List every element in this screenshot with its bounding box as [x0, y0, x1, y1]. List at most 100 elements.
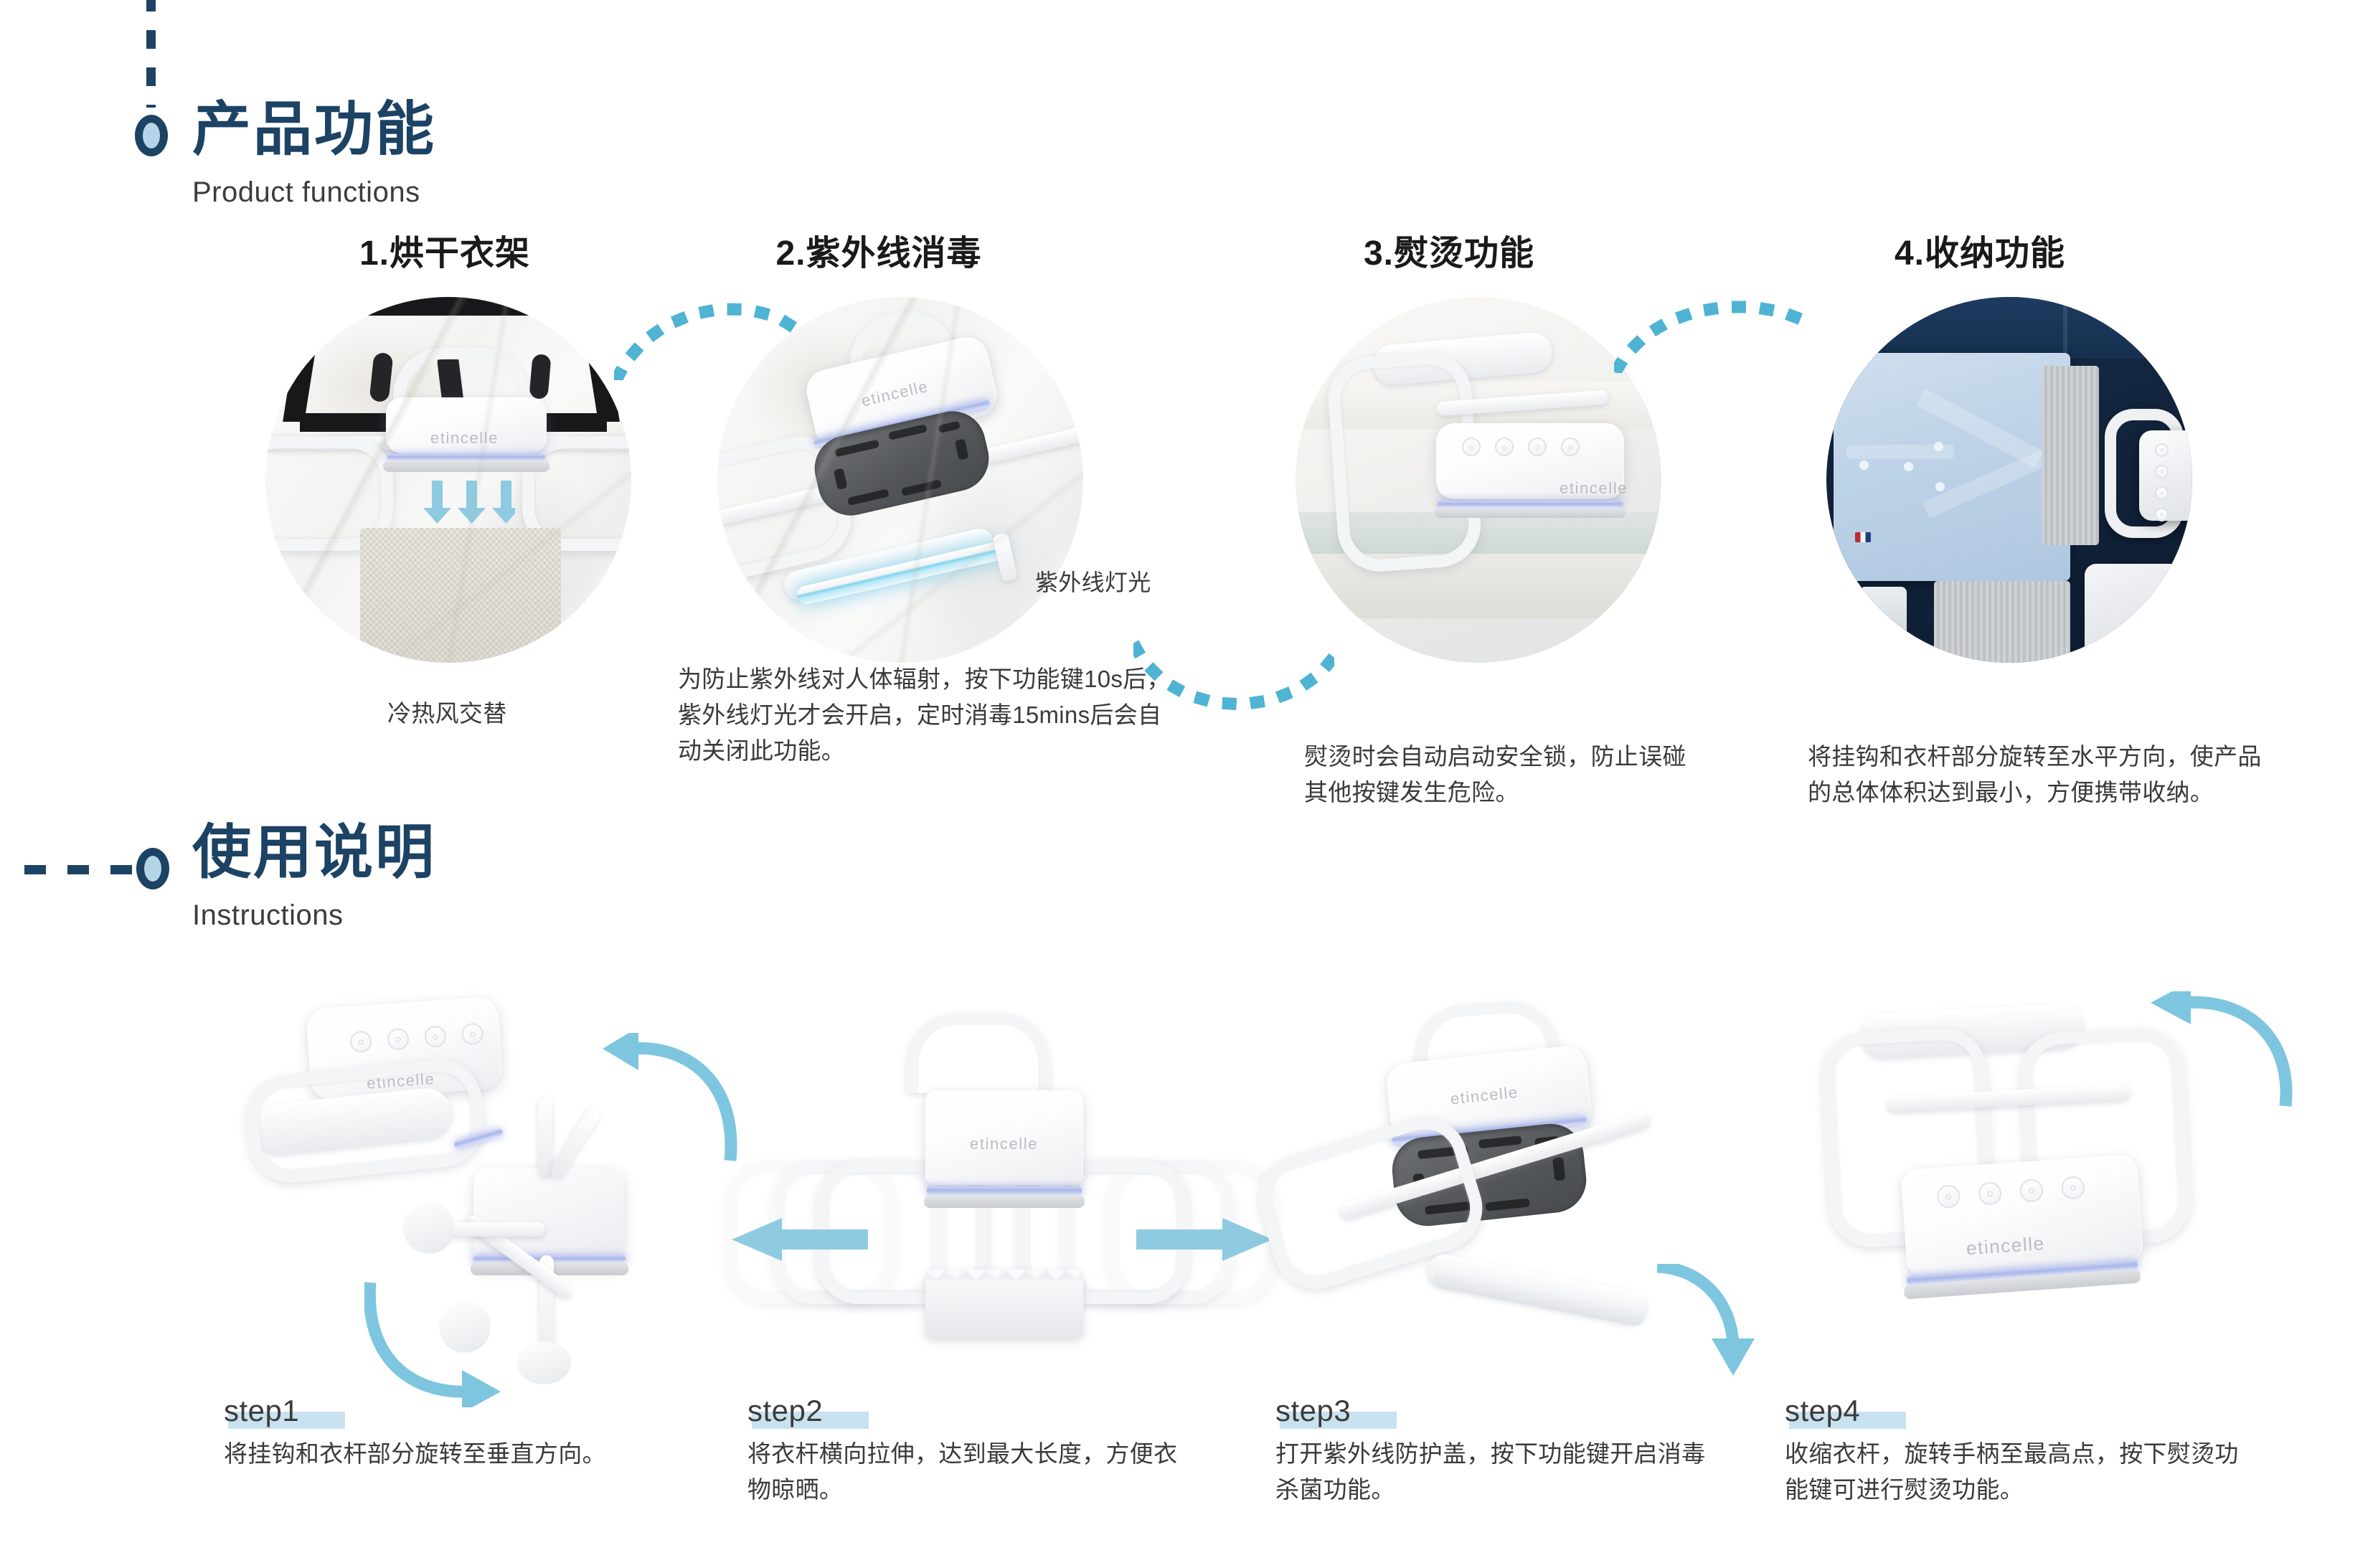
feature-artwork-uv-disinfection: etincelle 紫外线灯光 [678, 297, 1223, 699]
main-body: etincelle [1436, 423, 1627, 499]
grille-slot [887, 424, 928, 440]
section-title-en: Instructions [192, 899, 344, 931]
airflow-arrows [423, 481, 515, 524]
base-plate [924, 1195, 1085, 1208]
rotation-arrow [2151, 991, 2293, 1107]
steam-button-icon: ○ [1495, 438, 1514, 456]
brand-label: etincelle [970, 1135, 1039, 1153]
step-card-3: etincelle step3 打开紫外线防护盖，按下 [1247, 983, 1778, 1508]
step-card-2: etincelle step2 将衣杆横向拉伸，达到最大长度，方便衣物晾晒。 [725, 983, 1278, 1508]
photo-circle: etincelle [265, 297, 631, 663]
uv-light-annotation: 紫外线灯光 [1035, 570, 1151, 595]
step-artwork-rotate-vertical: etincelle ○ ○ ○ ○ [224, 983, 737, 1407]
feature-title: 4.收纳功能 [1894, 235, 2066, 273]
wall-frame-bottom-left [300, 413, 386, 432]
status-glow-band [1438, 501, 1623, 508]
header-dashed-line-vertical [146, 0, 156, 108]
shirt-button [1935, 482, 1945, 491]
cloth-rod-upper [717, 413, 1083, 534]
cloth-rod-loop [717, 428, 859, 600]
step-description: 收缩衣杆，旋转手柄至最高点，按下熨烫功能键可进行熨烫功能。 [1785, 1440, 2239, 1503]
wall-peg-left [369, 351, 394, 403]
step-artwork-extend-rods: etincelle [725, 983, 1278, 1384]
uv-button-icon: ○ [1561, 438, 1580, 456]
feature-title: 2.紫外线消毒 [775, 235, 982, 273]
toiletry-bottle [1859, 587, 1907, 663]
grille-slot [846, 488, 890, 506]
extend-arrow-left [732, 1218, 868, 1261]
step-label: step4 [1785, 1396, 1907, 1429]
steam-plate [925, 1270, 1083, 1338]
steam-button-icon: ○ [2155, 465, 2169, 478]
wall-frame-left [283, 314, 321, 422]
status-glow-band [927, 1186, 1082, 1195]
rotation-arrow-lower [364, 1282, 501, 1407]
feature-caption: 将挂钩和衣杆部分旋转至水平方向，使产品的总体体积达到最小，方便携带收纳。 [1808, 743, 2262, 806]
feature-title: 1.烘干衣架 [359, 235, 531, 273]
uv-button-icon: ○ [2060, 1175, 2085, 1201]
device-button-column: ○ ○ ○ ○ [2155, 443, 2169, 521]
step-description: 将衣杆横向拉伸，达到最大长度，方便衣物晾晒。 [747, 1440, 1178, 1503]
section-marker-dot-1 [135, 115, 168, 156]
cloth-rod-right [544, 436, 631, 450]
grille-slot [954, 438, 969, 461]
grille-slot [1485, 1198, 1530, 1212]
base-plate [1435, 508, 1626, 518]
feature-caption: 为防止紫外线对人体辐射，按下功能键10s后，紫外线灯光才会开启，定时消毒15mi… [678, 666, 1171, 765]
status-glow-band [387, 454, 545, 461]
uv-button-icon: ○ [2155, 508, 2169, 521]
power-button-icon: ○ [1936, 1184, 1961, 1209]
grille-slot [900, 479, 942, 496]
step-text-block: step1 将挂钩和衣杆部分旋转至垂直方向。 [224, 1396, 726, 1472]
rod-end-cap [403, 1202, 455, 1254]
towel [360, 528, 561, 663]
feature-card-3: 3.熨烫功能 etincelle ○ ○ ○ ○ [1263, 235, 1765, 806]
steam-button-icon: ○ [387, 1027, 410, 1051]
brand-label: etincelle [1965, 1232, 2046, 1260]
uv-cover-end-cap [991, 532, 1019, 582]
feature-artwork-ironing: etincelle ○ ○ ○ ○ [1263, 297, 1765, 699]
shirt-logo-tag [1855, 532, 1871, 542]
uv-cover-arm [781, 525, 998, 604]
photo-circle: ○ ○ ○ ○ [1826, 297, 2192, 663]
section-marker-dot-2 [136, 848, 169, 889]
rotation-arrow [1656, 1264, 1755, 1376]
rotated-base-unit [473, 1168, 624, 1268]
feature-card-2: 2.紫外线消毒 etincelle [678, 235, 1223, 765]
feature-title: 3.熨烫功能 [1363, 235, 1535, 273]
step-card-4: etincelle ○ ○ ○ ○ step4 收缩衣杆，旋转手柄至最高点，按下… [1785, 983, 2316, 1508]
rod-end-cap [516, 1341, 571, 1384]
step-text-block: step4 收缩衣杆，旋转手柄至最高点，按下熨烫功能键可进行熨烫功能。 [1785, 1396, 2316, 1508]
grey-folded-textile [2042, 366, 2099, 545]
rod-end-cap [439, 1301, 491, 1353]
uv-grille-panel [808, 405, 996, 522]
grille-slot [938, 420, 961, 434]
main-body: etincelle [925, 1090, 1083, 1185]
section-header-product-functions: 产品功能 Product functions [192, 100, 436, 207]
feature-caption: 冷热风交替 [387, 700, 507, 727]
main-body: etincelle [802, 333, 1001, 453]
hanger-hook [907, 1013, 1050, 1093]
step-description: 打开紫外线防护盖，按下功能键开启消毒杀菌功能。 [1275, 1440, 1706, 1503]
step-card-1: etincelle ○ ○ ○ ○ [224, 983, 737, 1472]
fan-button-icon: ○ [2155, 486, 2169, 500]
main-body: etincelle [386, 397, 547, 453]
connector-arc-1-2 [614, 303, 801, 380]
feature-artwork-storage: ○ ○ ○ ○ [1793, 297, 2310, 699]
step-label: step1 [224, 1396, 346, 1429]
photo-circle: etincelle ○ ○ ○ ○ [1296, 297, 1661, 663]
grille-slot [1478, 1135, 1522, 1149]
extend-arrow-right [1136, 1218, 1273, 1261]
step-artwork-open-uv-cover: etincelle [1247, 983, 1778, 1384]
cloth-rod-loop-left [265, 436, 393, 551]
step-description: 将挂钩和衣杆部分旋转至垂直方向。 [224, 1440, 606, 1467]
section-title-zh: 产品功能 [192, 97, 437, 162]
brand-label: etincelle [430, 429, 499, 447]
rotation-arrow-upper [603, 1033, 737, 1161]
step-label: step3 [1275, 1396, 1397, 1429]
fan-button-icon: ○ [423, 1025, 447, 1049]
folded-shirt [1834, 353, 2070, 581]
power-button-icon: ○ [1462, 438, 1481, 456]
fan-button-icon: ○ [1528, 438, 1547, 456]
